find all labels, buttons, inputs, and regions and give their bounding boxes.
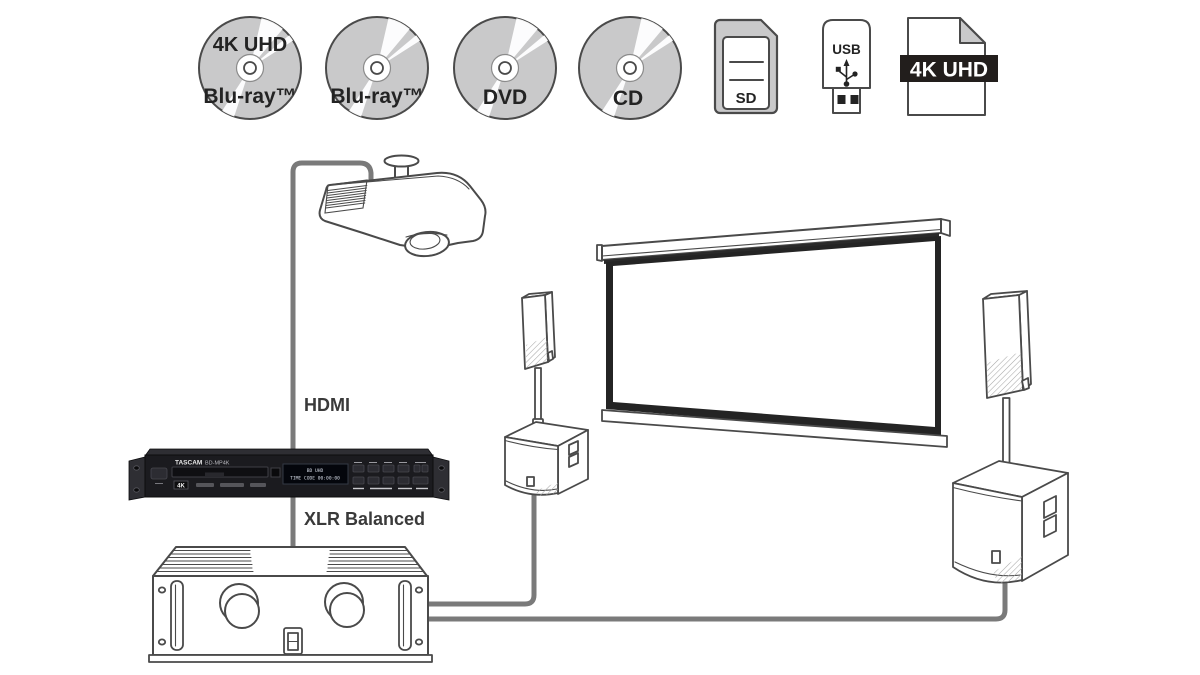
file-banner (900, 55, 998, 82)
amp-knob-left (219, 583, 260, 629)
amp-base (148, 654, 433, 663)
format-logos (220, 483, 244, 487)
cables (290, 160, 1008, 622)
projector-vents (324, 179, 368, 214)
format-logos (250, 483, 266, 487)
projection-screen (596, 218, 951, 448)
speaker-logo (526, 476, 535, 487)
speaker-right-satellite (982, 290, 1032, 399)
usb-pin (837, 95, 846, 104)
amp-heatsink-right (326, 549, 425, 573)
speaker-cable-right (421, 557, 1008, 622)
sd-card-icon: SD (713, 18, 779, 115)
speaker-connector (568, 440, 579, 456)
transport-buttons (352, 462, 429, 490)
speaker-left-satellite (521, 291, 556, 370)
bluray-player: TASCAM BD-MP4K 4K BD UHD TIME CODE 00:00… (128, 448, 450, 501)
speaker-connector (1043, 514, 1057, 538)
rack-ear-left (128, 456, 146, 501)
speaker-right-pole (1002, 397, 1011, 471)
file-label: 4K UHD (910, 59, 988, 82)
amp-knob-right (324, 582, 365, 628)
file-4k-uhd-icon: 4K UHD (900, 17, 998, 116)
display-line1: BD UHD (307, 468, 324, 474)
sd-card-label: SD (736, 90, 757, 107)
projector (318, 154, 487, 258)
speaker-right (952, 290, 1069, 584)
usb-label: USB (832, 42, 861, 57)
speaker-left-pole (534, 367, 542, 422)
speaker-cable-left (421, 479, 537, 607)
disc-label-4k-uhd: 4K UHD (213, 34, 287, 56)
speaker-connector (1043, 495, 1057, 519)
display-line2: TIME CODE 00:00:00 (290, 476, 340, 482)
amp-handle-right (398, 580, 412, 651)
speaker-right-subwoofer (952, 460, 1069, 584)
power-amplifier (148, 546, 433, 663)
screen-weight-bar (601, 409, 948, 448)
disc-4k-uhd-bluray-icon: 4K UHD Blu-ray™ (198, 16, 302, 120)
hdmi-label: HDMI (304, 395, 350, 415)
power-button (150, 467, 168, 480)
folded-corner (959, 17, 986, 44)
rack-ear-right (432, 456, 450, 501)
disc-label-dvd: DVD (483, 86, 527, 109)
disc-cd-icon: CD (578, 16, 682, 120)
disc-label-cd: CD (613, 87, 643, 110)
disc-bluray-icon: Blu-ray™ (325, 16, 429, 120)
usb-drive-icon: USB (822, 19, 871, 114)
amp-heatsink-left (156, 549, 254, 573)
amp-power-switch (283, 627, 303, 655)
screen-bracket-right (940, 218, 951, 237)
xlr-balanced-label: XLR Balanced (304, 509, 425, 529)
speaker-connector (568, 452, 579, 468)
format-logos (196, 483, 214, 487)
4k-badge (173, 480, 189, 490)
usb-pin (850, 95, 859, 104)
usb-trident-icon (835, 59, 858, 87)
disc-dvd-icon: DVD (453, 16, 557, 120)
disc-label-bluray: Blu-ray™ (330, 85, 423, 108)
player-model: BD-MP4K (205, 461, 230, 467)
disc-label-bluray: Blu-ray™ (203, 85, 296, 108)
4k-badge-label: 4K (177, 484, 185, 490)
disc-tray-chip (205, 472, 224, 477)
hdmi-cable (290, 160, 374, 503)
usb-port (270, 467, 281, 478)
amp-handle-left (170, 580, 184, 651)
player-display (282, 463, 349, 485)
screen-surface (613, 241, 935, 427)
source-icons: 4K UHD Blu-ray™ Blu-ray™ DVD (198, 16, 998, 120)
speaker-logo (991, 550, 1001, 564)
speaker-left-subwoofer (504, 421, 589, 496)
speaker-left (504, 291, 589, 496)
projector-lens (404, 230, 450, 258)
player-brand: TASCAM (175, 460, 202, 467)
